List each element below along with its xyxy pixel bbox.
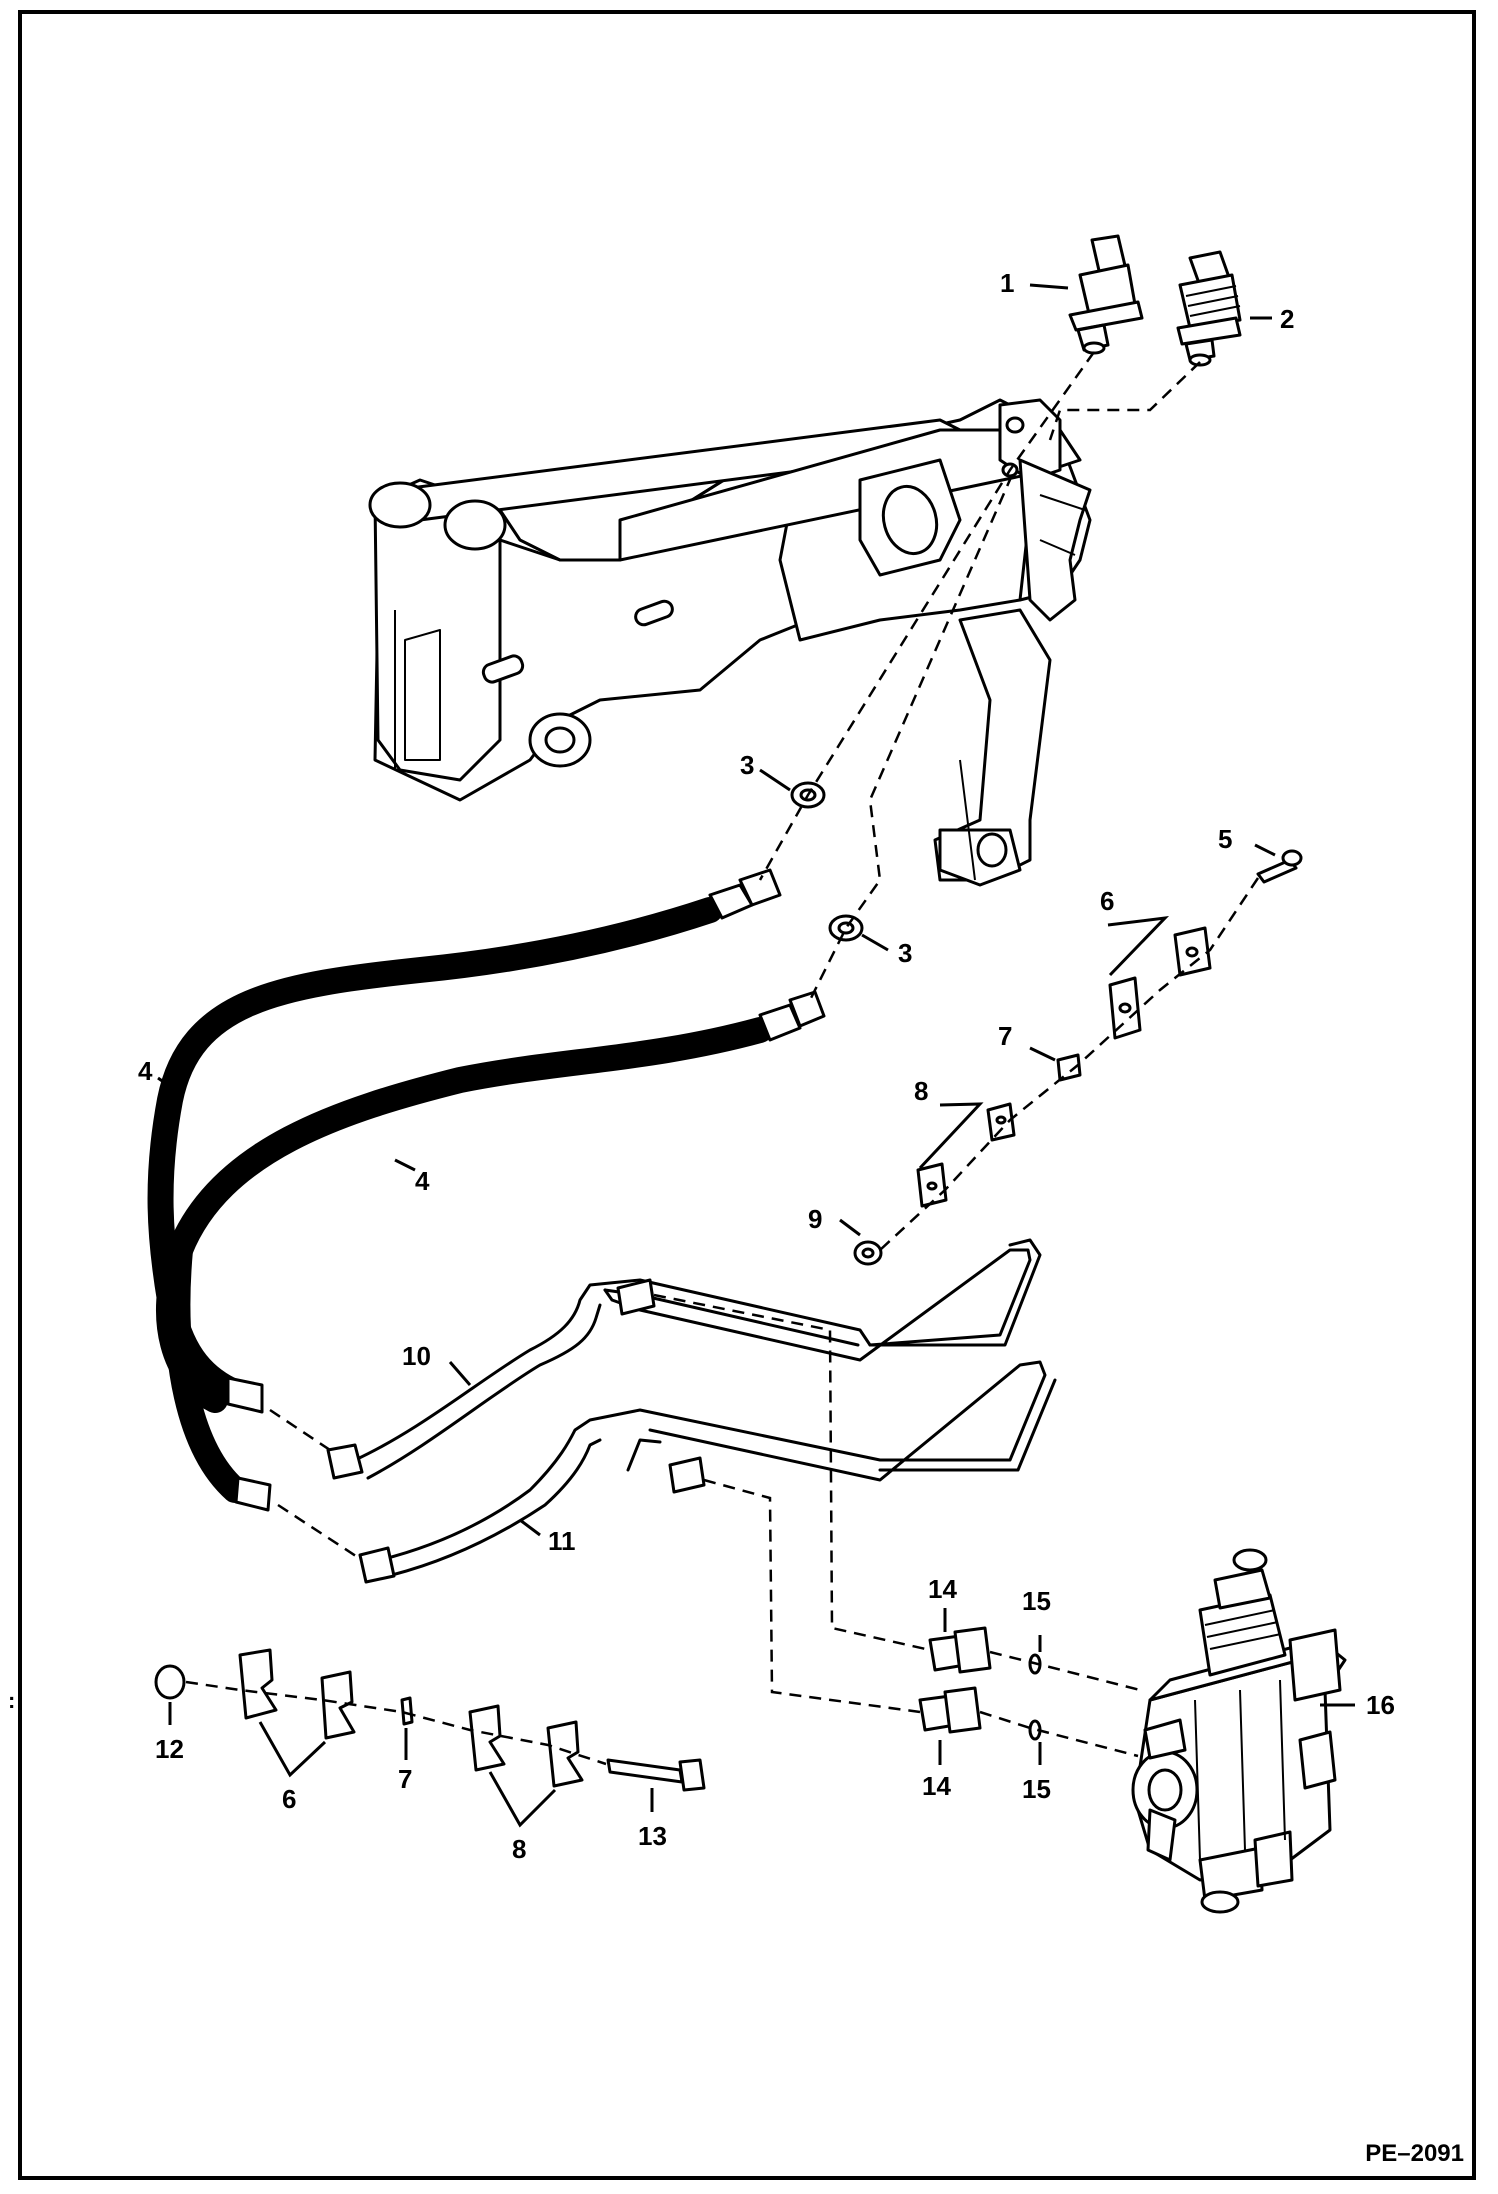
callout-1: 1 [1000,268,1014,298]
callout-8b: 8 [512,1834,526,1864]
callout-6b: 6 [282,1784,296,1814]
callout-14b: 14 [922,1771,951,1801]
leader-lines [157,283,1355,1828]
callout-11: 11 [548,1526,576,1556]
callout-9: 9 [808,1204,822,1234]
steel-tube-11 [358,1360,1057,1584]
callout-6a: 6 [1100,886,1114,916]
callout-16: 16 [1366,1690,1395,1720]
control-valve [1131,1548,1347,1914]
steel-tube-10 [326,1238,1042,1480]
coupler-male [1068,234,1144,355]
clamp-assembly-upper [853,849,1303,1266]
callout-4a: 4 [138,1056,153,1086]
drawing-code: PE–2091 [1365,2140,1464,2167]
callout-3b: 3 [898,938,912,968]
assembly-lines [185,351,1260,1766]
callout-13: 13 [638,1821,667,1851]
jam-nut-lower [828,914,864,942]
callout-12: 12 [155,1734,184,1764]
callout-7a: 7 [998,1021,1012,1051]
callout-5: 5 [1218,824,1232,854]
callout-4b: 4 [415,1166,430,1196]
boom-arm [368,398,1092,887]
diagram-border [18,10,1476,2180]
callout-15a: 15 [1022,1586,1051,1616]
clamp-assembly-lower [154,1648,706,1792]
callout-7b: 7 [398,1764,412,1794]
callout-8a: 8 [914,1076,928,1106]
adapter-fittings [918,1626,1042,1741]
callout-14a: 14 [928,1574,957,1604]
callout-3a: 3 [740,750,754,780]
coupler-female [1176,250,1242,367]
callout-15b: 15 [1022,1774,1051,1804]
hydraulic-hoses [147,868,826,1512]
callouts: 1 2 3 3 4 4 5 6 6 7 7 8 8 9 10 11 12 13 … [138,268,1395,1864]
edge-mark: : [8,1688,16,1713]
callout-2: 2 [1280,304,1294,334]
callout-10: 10 [402,1341,431,1371]
